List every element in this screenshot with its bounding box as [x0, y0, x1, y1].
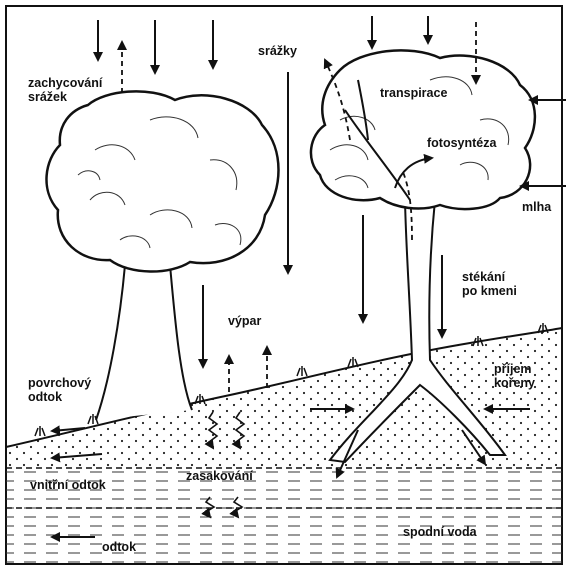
label-precipitation: srážky [258, 44, 297, 58]
right-tree-crown [311, 50, 535, 209]
label-groundwater: spodní voda [403, 525, 477, 539]
label-evaporation: výpar [228, 314, 261, 328]
label-interception: zachycování srážek [28, 76, 102, 104]
label-transpiration: transpirace [380, 86, 447, 100]
label-interflow: vnitřní odtok [30, 478, 106, 492]
label-infiltration: zasakování [186, 469, 253, 483]
left-tree-trunk [96, 265, 192, 420]
left-tree-crown [46, 91, 278, 271]
label-root-uptake: příjem kořeny [494, 362, 535, 390]
label-outflow: odtok [102, 540, 136, 554]
left-tree [46, 91, 278, 420]
label-fog: mlha [522, 200, 551, 214]
label-photosynthesis: fotosyntéza [427, 136, 496, 150]
label-stemflow: stékání po kmeni [462, 270, 517, 298]
label-surface-runoff: povrchový odtok [28, 376, 91, 404]
